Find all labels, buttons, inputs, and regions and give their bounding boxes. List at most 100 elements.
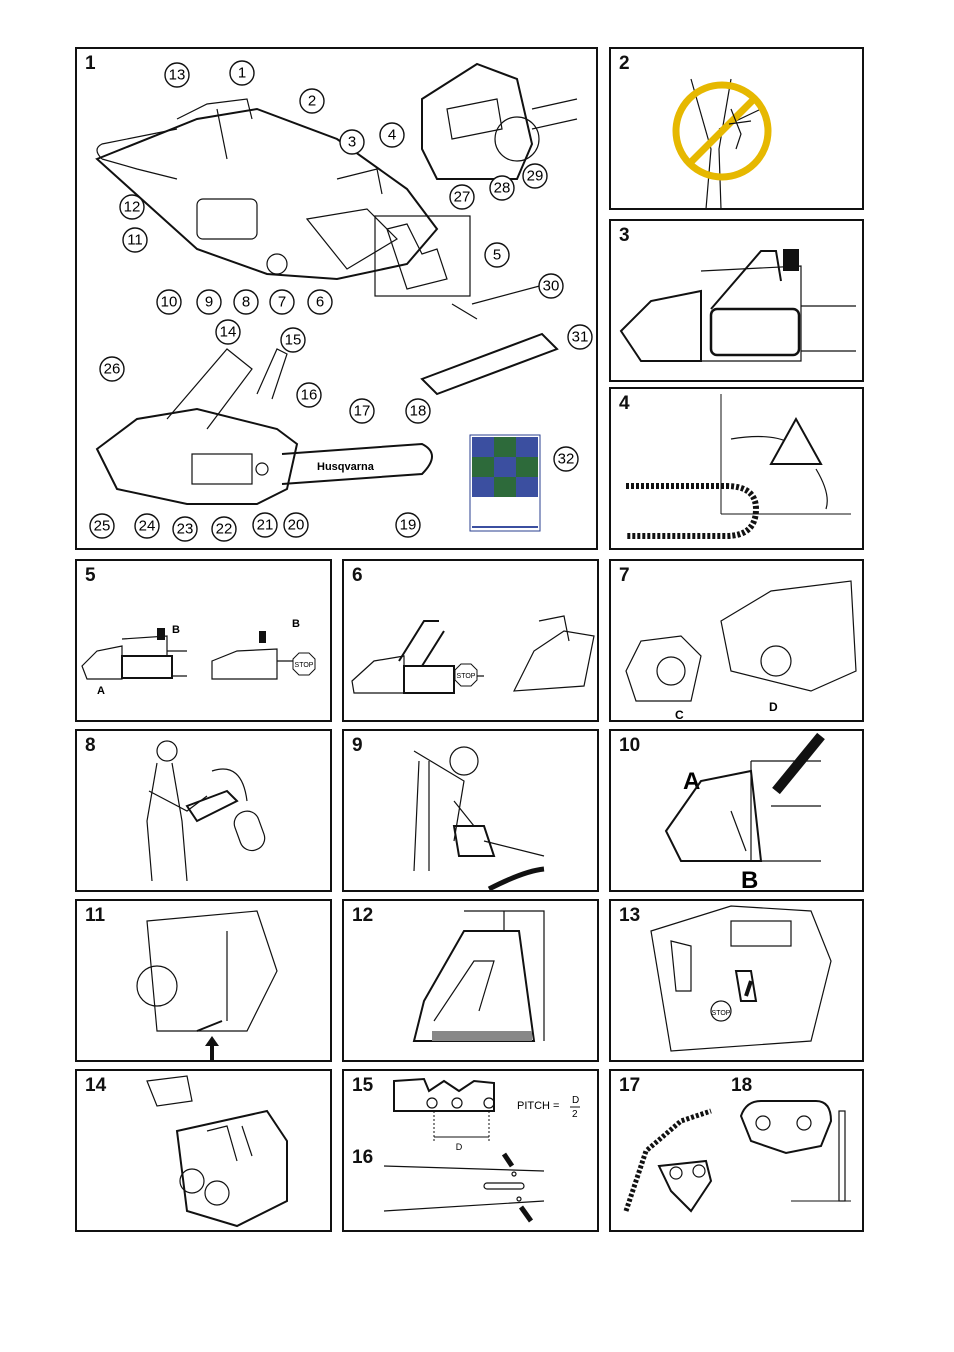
svg-text:2: 2 bbox=[308, 93, 316, 110]
svg-text:1: 1 bbox=[238, 65, 246, 82]
stop-switch-illustration: STOP bbox=[650, 905, 832, 1052]
figure-1: 1 Husqvarna bbox=[75, 47, 598, 550]
callout-1: 1 bbox=[229, 60, 255, 86]
svg-text:21: 21 bbox=[257, 517, 274, 534]
svg-text:17: 17 bbox=[354, 403, 371, 420]
svg-text:4: 4 bbox=[388, 127, 396, 144]
figure-5: 5 B A B STOP bbox=[75, 559, 332, 722]
callout-24: 24 bbox=[134, 513, 160, 539]
svg-text:14: 14 bbox=[220, 324, 237, 341]
callout-3: 3 bbox=[339, 129, 365, 155]
svg-text:28: 28 bbox=[494, 180, 511, 197]
svg-text:24: 24 bbox=[139, 518, 156, 535]
chain-brake-inertia-illustration: STOP bbox=[351, 615, 595, 694]
figure-10: 10 A B bbox=[609, 729, 864, 892]
brand-text: Husqvarna bbox=[317, 461, 375, 473]
callout-32: 32 bbox=[553, 446, 579, 472]
figure-number: 13 bbox=[619, 905, 641, 926]
svg-text:26: 26 bbox=[104, 361, 121, 378]
callout-18: 18 bbox=[405, 398, 431, 424]
svg-text:20: 20 bbox=[288, 517, 305, 534]
kickback-illustration bbox=[626, 394, 851, 539]
figure-number: 15 bbox=[352, 1075, 374, 1096]
muffler-illustration bbox=[146, 1075, 288, 1228]
figure-8: 8 bbox=[75, 729, 332, 892]
svg-text:29: 29 bbox=[527, 168, 544, 185]
label-b: B bbox=[741, 867, 758, 892]
stop-sign-text: STOP bbox=[457, 673, 476, 680]
chain-and-sprocket-illustration bbox=[623, 1100, 851, 1213]
svg-text:7: 7 bbox=[278, 294, 286, 311]
svg-text:11: 11 bbox=[127, 232, 143, 249]
figure-12: 12 bbox=[342, 899, 599, 1062]
svg-text:23: 23 bbox=[177, 521, 194, 538]
figure-13: 13 STOP bbox=[609, 899, 864, 1062]
clutch-cover-illustration: C D bbox=[625, 580, 857, 720]
figure-17-18: 17 18 bbox=[609, 1069, 864, 1232]
callout-8: 8 bbox=[233, 289, 259, 315]
figure-4: 4 bbox=[609, 387, 864, 550]
svg-text:12: 12 bbox=[124, 199, 141, 216]
pitch-denominator: 2 bbox=[572, 1109, 578, 1120]
figure-2: 2 bbox=[609, 47, 864, 210]
callout-26: 26 bbox=[99, 356, 125, 382]
figure-number: 7 bbox=[619, 565, 630, 586]
svg-text:9: 9 bbox=[205, 294, 213, 311]
svg-text:31: 31 bbox=[572, 329, 589, 346]
figure-number: 1 bbox=[85, 53, 96, 74]
callout-6: 6 bbox=[307, 289, 333, 315]
callout-9: 9 bbox=[196, 289, 222, 315]
figure-14: 14 bbox=[75, 1069, 332, 1232]
callout-20: 20 bbox=[283, 512, 309, 538]
label-a: A bbox=[97, 685, 105, 697]
callout-12: 12 bbox=[119, 194, 145, 220]
callout-19: 19 bbox=[395, 512, 421, 538]
callout-group: 13 1 2 3 4 12 11 5 10 9 8 7 6 27 28 29 3… bbox=[89, 60, 593, 542]
pitch-label: PITCH = bbox=[517, 1100, 559, 1112]
svg-text:15: 15 bbox=[285, 332, 302, 349]
svg-text:27: 27 bbox=[454, 189, 471, 206]
figure-number: 2 bbox=[619, 53, 630, 74]
svg-text:22: 22 bbox=[216, 521, 233, 538]
svg-text:32: 32 bbox=[558, 451, 575, 468]
callout-31: 31 bbox=[567, 324, 593, 350]
figure-number: 10 bbox=[619, 735, 641, 756]
callout-22: 22 bbox=[211, 516, 237, 542]
svg-text:3: 3 bbox=[348, 134, 356, 151]
callout-21: 21 bbox=[252, 512, 278, 538]
svg-text:13: 13 bbox=[169, 67, 186, 84]
callout-5: 5 bbox=[484, 242, 510, 268]
figure-11: 11 bbox=[75, 899, 332, 1062]
callout-2: 2 bbox=[299, 88, 325, 114]
svg-text:8: 8 bbox=[242, 294, 250, 311]
figure-7: 7 C D bbox=[609, 559, 864, 722]
figure-number: 9 bbox=[352, 735, 363, 756]
svg-text:18: 18 bbox=[410, 403, 427, 420]
callout-23: 23 bbox=[172, 516, 198, 542]
figure-3: 3 bbox=[609, 219, 864, 382]
no-tree-climbing-illustration bbox=[672, 78, 772, 208]
kickback-backward-illustration bbox=[413, 746, 545, 890]
callout-10: 10 bbox=[156, 289, 182, 315]
svg-text:30: 30 bbox=[543, 278, 560, 295]
callout-7: 7 bbox=[269, 289, 295, 315]
figure-number: 5 bbox=[85, 565, 96, 586]
figure-number: 14 bbox=[85, 1075, 107, 1096]
label-b: B bbox=[172, 624, 180, 636]
label-b-2: B bbox=[292, 618, 300, 630]
figure-9: 9 bbox=[342, 729, 599, 892]
callout-25: 25 bbox=[89, 513, 115, 539]
label-a: A bbox=[683, 768, 700, 795]
callout-28: 28 bbox=[489, 175, 515, 201]
callout-27: 27 bbox=[449, 184, 475, 210]
callout-15: 15 bbox=[280, 327, 306, 353]
stop-sign-text: STOP bbox=[295, 662, 314, 669]
chain-pitch-and-bar-illustration: D PITCH = D 2 bbox=[383, 1077, 580, 1223]
callout-4: 4 bbox=[379, 122, 405, 148]
figure-number: 8 bbox=[85, 735, 96, 756]
callout-11: 11 bbox=[122, 227, 148, 253]
figure-number: 17 bbox=[619, 1075, 641, 1096]
stop-switch-text: STOP bbox=[712, 1010, 731, 1017]
d-dimension-label: D bbox=[456, 1142, 463, 1152]
svg-text:25: 25 bbox=[94, 518, 111, 535]
